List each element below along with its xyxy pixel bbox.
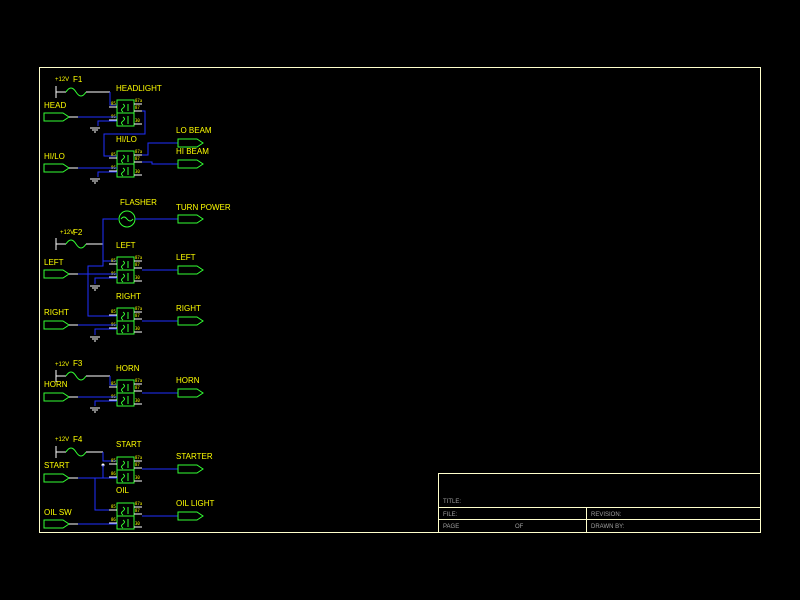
output-right-label: RIGHT xyxy=(176,304,201,313)
fuse-name-label: F3 xyxy=(73,359,83,368)
output-right[interactable]: RIGHT xyxy=(176,304,204,326)
relay-horn xyxy=(108,377,144,407)
input-right-label: RIGHT xyxy=(44,308,69,317)
input-right[interactable]: RIGHT xyxy=(43,308,70,330)
input-left[interactable]: LEFT xyxy=(43,258,70,279)
title-block-title: TITLE: xyxy=(443,499,461,505)
relay-start xyxy=(108,454,144,484)
headlight-section: +12V F1 HEADLIGHT HEAD HI/LO HI/LO LO BE xyxy=(43,75,212,184)
drawing-frame xyxy=(39,67,761,533)
output-horn[interactable]: HORN xyxy=(176,376,204,398)
fuse-voltage-label: +12V xyxy=(55,362,69,368)
output-turnpower[interactable]: TURN POWER xyxy=(176,203,231,224)
fuse-voltage-label: +12V xyxy=(55,77,69,83)
relay-horn-label: HORN xyxy=(116,364,140,373)
turn-section: +12V F2 FLASHER TURN POWER LEFT LEFT LEF xyxy=(43,198,231,342)
output-oillight[interactable]: OIL LIGHT xyxy=(176,499,214,521)
input-head-label: HEAD xyxy=(44,101,66,110)
title-block-revision: REVISION: xyxy=(591,512,622,518)
fuse-name-label: F4 xyxy=(73,435,83,444)
input-horn[interactable]: HORN xyxy=(43,380,70,402)
fuse-f1: +12V F1 xyxy=(55,75,97,99)
output-horn-label: HORN xyxy=(176,376,200,385)
input-hilo-label: HI/LO xyxy=(44,152,65,161)
relay-oil xyxy=(108,500,144,530)
flasher-symbol: FLASHER xyxy=(118,198,157,228)
relay-right xyxy=(108,305,144,335)
input-left-label: LEFT xyxy=(44,258,64,267)
fuse-f2: +12V F2 xyxy=(55,228,97,251)
title-block: TITLE: FILE: REVISION: PAGE OF DRAWN BY: xyxy=(438,473,761,533)
relay-left-label: LEFT xyxy=(116,241,136,250)
relay-hilo-label: HI/LO xyxy=(116,135,137,144)
fuse-voltage-label: +12V xyxy=(60,230,74,236)
fuse-f3: +12V F3 xyxy=(55,359,97,383)
relay-headlight-label: HEADLIGHT xyxy=(116,84,162,93)
output-oillight-label: OIL LIGHT xyxy=(176,499,214,508)
input-start-label: START xyxy=(44,461,70,470)
output-starter-label: STARTER xyxy=(176,452,213,461)
title-block-drawn-by: DRAWN BY: xyxy=(591,524,625,530)
horn-section: +12V F3 HORN HORN HORN xyxy=(43,359,204,413)
input-horn-label: HORN xyxy=(44,380,68,389)
output-turnpower-label: TURN POWER xyxy=(176,203,231,212)
start-section: +12V F4 START START STARTER OIL OIL SW xyxy=(43,435,214,530)
title-block-page: PAGE xyxy=(443,524,459,530)
relay-flasher-label: FLASHER xyxy=(120,198,157,207)
fuse-name-label: F1 xyxy=(73,75,83,84)
input-hilo[interactable]: HI/LO xyxy=(43,152,70,173)
fuse-voltage-label: +12V xyxy=(55,437,69,443)
output-lobeam-label: LO BEAM xyxy=(176,126,212,135)
relay-oil-label: OIL xyxy=(116,486,129,495)
fuse-f4: +12V F4 xyxy=(55,435,97,459)
input-start[interactable]: START xyxy=(43,461,70,483)
output-left[interactable]: LEFT xyxy=(176,253,204,275)
input-oilsw-label: OIL SW xyxy=(44,508,72,517)
input-oilsw[interactable]: OIL SW xyxy=(43,508,72,529)
output-lobeam[interactable]: LO BEAM xyxy=(176,126,212,148)
relay-right-label: RIGHT xyxy=(116,292,141,301)
title-block-of: OF xyxy=(515,524,524,530)
title-block-file: FILE: xyxy=(443,512,458,518)
relay-hilo xyxy=(108,148,144,178)
relay-headlight xyxy=(108,97,144,127)
output-hibeam-label: HI BEAM xyxy=(176,147,209,156)
relay-left xyxy=(108,254,144,284)
relay-start-label: START xyxy=(116,440,142,449)
fuse-name-label: F2 xyxy=(73,228,83,237)
input-head[interactable]: HEAD xyxy=(43,101,70,122)
output-left-label: LEFT xyxy=(176,253,196,262)
output-hibeam[interactable]: HI BEAM xyxy=(176,147,209,169)
output-starter[interactable]: STARTER xyxy=(176,452,213,474)
